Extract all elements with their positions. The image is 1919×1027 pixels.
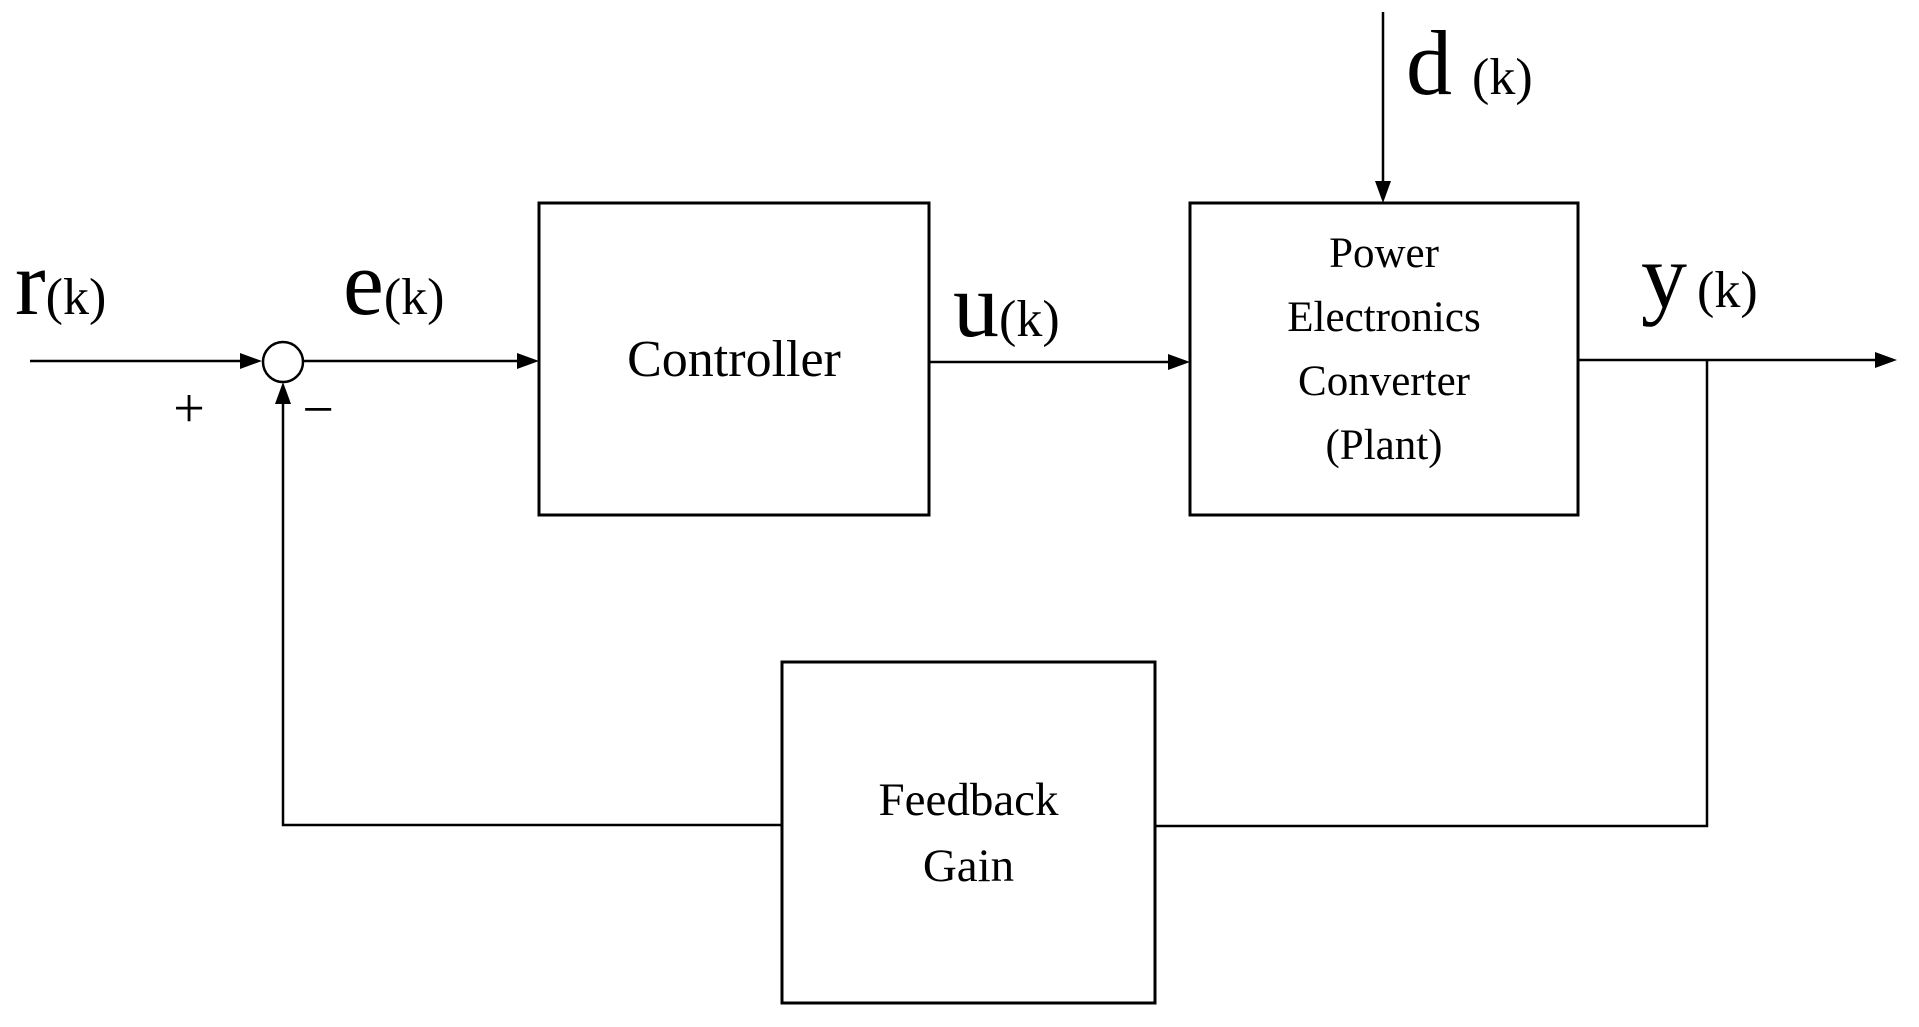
- plus-sign-label: +: [173, 378, 205, 440]
- control-signal-label: u(k): [953, 259, 1060, 351]
- feedback-line-right: [1155, 360, 1709, 828]
- reference-signal-suffix: (k): [45, 269, 107, 326]
- plant-block-line-1: Power: [1329, 230, 1439, 277]
- reference-signal-label: r(k): [15, 237, 106, 329]
- plant-block-line-4: (Plant): [1325, 422, 1443, 469]
- controller-block-label: Controller: [627, 330, 841, 388]
- feedback-gain-box-outline: [780, 660, 1157, 1005]
- summing-junction-circle: [261, 340, 305, 384]
- feedback-gain-block: Feedback Gain: [782, 662, 1155, 1003]
- reference-arrowhead: [240, 353, 262, 369]
- output-signal-name: y: [1641, 225, 1687, 327]
- disturbance-signal-suffix: (k): [1472, 49, 1533, 106]
- controller-box-outline: [537, 201, 931, 517]
- control-signal-suffix: (k): [999, 291, 1060, 348]
- plant-block: Power Electronics Converter (Plant): [1190, 203, 1578, 515]
- error-arrowhead: [517, 353, 539, 369]
- feedback-line-left: [281, 401, 782, 827]
- output-signal-label: y(k): [1641, 230, 1758, 322]
- minus-sign-label: −: [302, 379, 334, 441]
- output-signal-suffix: (k): [1697, 262, 1758, 319]
- disturbance-signal-name: d: [1406, 12, 1452, 114]
- control-signal-name: u: [953, 254, 999, 356]
- plant-block-line-2: Electronics: [1287, 294, 1481, 341]
- feedback-arrowhead: [275, 382, 291, 404]
- feedback-gain-block-line-1: Feedback: [878, 773, 1059, 826]
- error-signal-suffix: (k): [383, 269, 445, 326]
- reference-signal-name: r: [15, 232, 46, 334]
- disturbance-signal-label: d(k): [1406, 17, 1533, 109]
- error-signal-name: e: [343, 232, 384, 334]
- feedback-gain-block-line-2: Gain: [922, 839, 1015, 892]
- controller-block: Controller: [539, 203, 929, 515]
- output-arrowhead: [1875, 352, 1897, 368]
- plant-block-line-3: Converter: [1298, 358, 1470, 405]
- error-signal-label: e(k): [343, 237, 444, 329]
- disturbance-arrowhead: [1375, 181, 1391, 203]
- control-arrowhead: [1168, 354, 1190, 370]
